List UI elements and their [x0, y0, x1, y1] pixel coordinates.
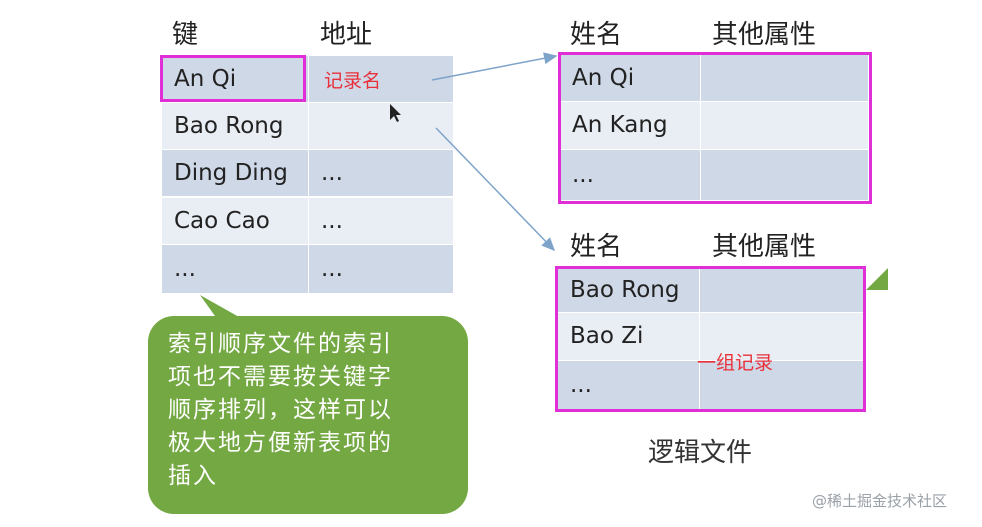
group2-name-cell: ... [558, 361, 699, 409]
logical-file-caption: 逻辑文件 [648, 438, 753, 468]
group2-name-cell: Bao Rong [558, 268, 699, 312]
callout-line: 顺序排列，这样可以 [168, 397, 393, 423]
group1-name-cell: ... [560, 150, 700, 200]
record-name-annotation: 记录名 [324, 70, 382, 92]
side-callout-tail [866, 268, 888, 290]
index-address-cell: ... [309, 198, 453, 244]
index-header-address: 地址 [320, 20, 373, 50]
group2-header-other: 其他属性 [712, 232, 817, 262]
callout-line: 插入 [168, 463, 218, 489]
group2-other-cell [700, 268, 863, 312]
group1-header-other: 其他属性 [712, 20, 817, 50]
callout-line: 索引顺序文件的索引 [168, 331, 393, 357]
group1-border [558, 52, 872, 204]
callout-line: 项也不需要按关键字 [168, 364, 393, 390]
index-key-cell: Bao Rong [162, 103, 308, 149]
group1-other-cell [701, 102, 868, 149]
watermark: @稀土掘金技术社区 [812, 492, 948, 510]
index-header-key: 键 [172, 20, 199, 50]
group1-other-cell [701, 150, 868, 200]
index-address-cell: ... [309, 150, 453, 196]
index-address-cell [309, 103, 453, 149]
group2-other-cell [700, 313, 863, 360]
index-address-cell: ... [309, 245, 453, 293]
index-key-cell: ... [162, 245, 308, 293]
pointer-arrow-to-group1 [431, 52, 558, 81]
group1-header-name: 姓名 [570, 20, 623, 50]
group1-other-cell [701, 55, 868, 101]
index-key-cell: Cao Cao [162, 198, 308, 244]
callout-bubble: 索引顺序文件的索引 项也不需要按关键字 顺序排列，这样可以 极大地方便新表项的 … [148, 316, 468, 514]
index-key-cell: Ding Ding [162, 150, 308, 196]
index-address-cell [309, 56, 453, 102]
record-group-annotation: 一组记录 [697, 352, 774, 374]
group1-name-cell: An Qi [560, 55, 700, 101]
group1-name-cell: An Kang [560, 102, 700, 149]
pointer-arrow-to-group2 [435, 127, 556, 252]
group2-other-cell [700, 361, 863, 409]
cursor-icon [390, 104, 401, 122]
group2-header-name: 姓名 [570, 232, 623, 262]
highlight-key-an-qi [160, 55, 306, 102]
group2-border [555, 266, 866, 412]
callout-line: 极大地方便新表项的 [168, 430, 393, 456]
index-key-cell: An Qi [162, 56, 308, 102]
group2-name-cell: Bao Zi [558, 313, 699, 360]
